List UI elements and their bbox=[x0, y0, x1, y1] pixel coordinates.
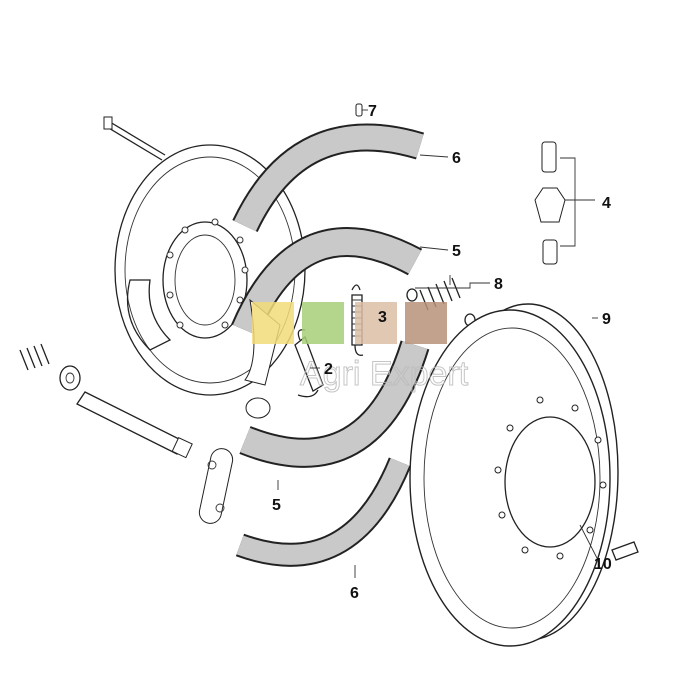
svg-text:Agri Expert: Agri Expert bbox=[300, 355, 469, 393]
brake-shoe-lower bbox=[239, 340, 430, 468]
spring-washer-assembly bbox=[406, 277, 476, 327]
anchor-bolt bbox=[103, 116, 166, 161]
link-plate bbox=[198, 448, 234, 524]
callout-9: 9 bbox=[602, 311, 611, 328]
spring-left bbox=[19, 343, 81, 391]
brake-lining-upper bbox=[232, 123, 425, 233]
leader-lines bbox=[277, 109, 599, 578]
callout-3: 3 bbox=[378, 309, 387, 326]
callout-5-top: 5 bbox=[452, 243, 461, 260]
callout-2: 2 bbox=[324, 361, 333, 378]
backing-plate bbox=[114, 144, 306, 396]
callout-10: 10 bbox=[594, 556, 612, 573]
drum-screw bbox=[611, 541, 639, 561]
brake-lining-lower bbox=[235, 457, 412, 567]
callout-7: 7 bbox=[368, 103, 377, 120]
brake-drum bbox=[409, 303, 619, 647]
callout-4: 4 bbox=[602, 195, 611, 212]
watermark-logo: Agri Expert bbox=[252, 302, 469, 394]
callout-5-bottom: 5 bbox=[272, 497, 281, 514]
callout-6-bottom: 6 bbox=[350, 585, 359, 602]
pin bbox=[355, 103, 363, 117]
cam-shaft bbox=[76, 391, 193, 459]
adjuster-parts bbox=[534, 141, 566, 265]
callout-8: 8 bbox=[494, 276, 503, 293]
callout-6-top: 6 bbox=[452, 150, 461, 167]
